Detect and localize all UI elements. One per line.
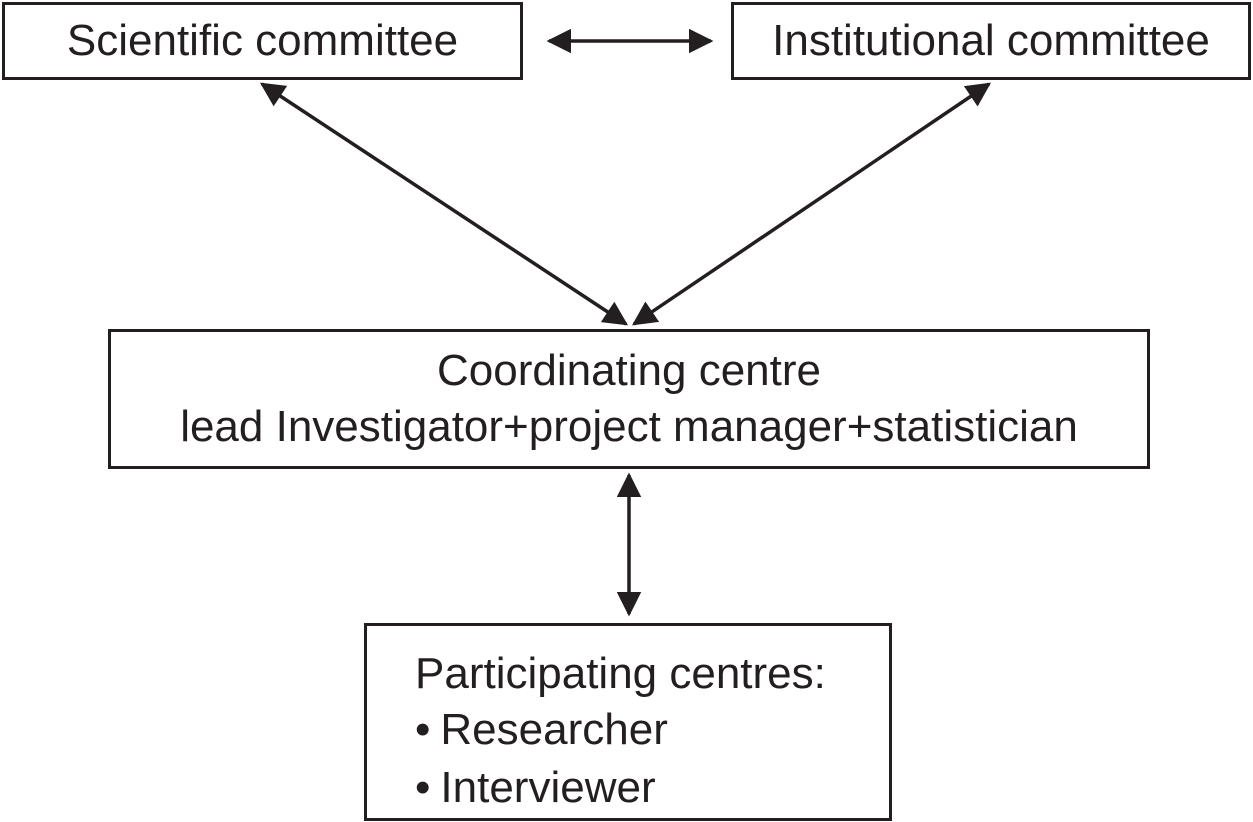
scientific-committee-label: Scientific committee <box>66 16 459 65</box>
list-item-label: Researcher <box>440 705 668 754</box>
coordinating-centre-title: Coordinating centre <box>436 346 821 395</box>
arrow-scientific-coordinating <box>259 82 629 326</box>
institutional-committee-label: Institutional committee <box>772 16 1210 65</box>
bullet-icon: • <box>415 705 431 754</box>
scientific-committee-box: Scientific committee <box>2 2 523 80</box>
arrow-institutional-coordinating <box>631 82 992 326</box>
participating-centres-box: Participating centres: • Researcher • In… <box>364 623 892 821</box>
list-item: • Researcher <box>415 708 668 752</box>
bullet-icon: • <box>415 763 431 812</box>
coordinating-centre-box: Coordinating centre lead Investigator+pr… <box>108 329 1150 469</box>
list-item-label: Interviewer <box>440 763 656 812</box>
institutional-committee-box: Institutional committee <box>731 2 1251 80</box>
participating-centres-title: Participating centres: <box>415 649 826 698</box>
coordinating-centre-members: lead Investigator+project manager+statis… <box>180 402 1078 451</box>
list-item: • Interviewer <box>415 766 656 810</box>
